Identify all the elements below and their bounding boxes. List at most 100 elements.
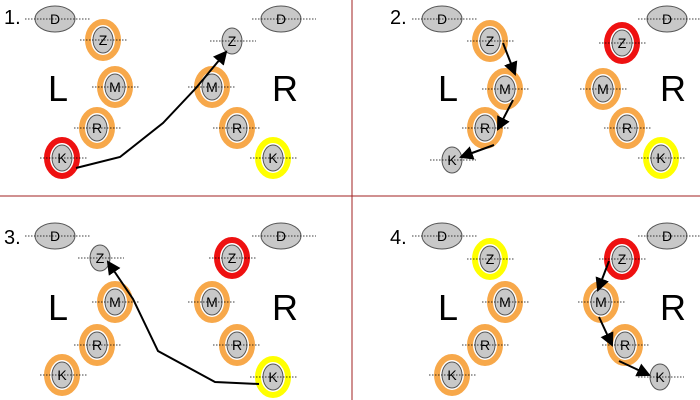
svg-text:Z: Z [618, 251, 627, 267]
node-k-right: K [250, 356, 298, 398]
svg-text:K: K [268, 369, 278, 385]
svg-text:D: D [50, 11, 60, 27]
node-d-right: D [638, 5, 700, 33]
node-r-left: R [462, 324, 510, 366]
side-label-right: R [660, 287, 686, 328]
node-k-right: K [638, 363, 684, 391]
node-d-right: D [252, 5, 316, 33]
svg-text:R: R [622, 120, 632, 136]
node-d-left: D [25, 5, 90, 33]
svg-text:M: M [499, 294, 511, 310]
svg-text:Z: Z [99, 32, 108, 48]
svg-text:K: K [57, 367, 67, 383]
move-arrow [106, 260, 260, 385]
svg-text:Z: Z [618, 35, 627, 51]
svg-text:Z: Z [228, 33, 237, 49]
node-m-left: M [92, 281, 140, 323]
panel-3: 3. L R D Z M R K [4, 222, 316, 398]
svg-text:M: M [109, 294, 121, 310]
node-m-right: M [580, 68, 628, 110]
svg-text:D: D [437, 228, 447, 244]
svg-text:D: D [276, 228, 286, 244]
node-k-right: K [250, 137, 298, 179]
svg-text:M: M [109, 79, 121, 95]
svg-text:D: D [437, 11, 447, 27]
svg-text:M: M [499, 81, 511, 97]
move-arrow-z-to-m [502, 42, 518, 76]
svg-text:Z: Z [96, 250, 105, 266]
svg-text:Z: Z [228, 250, 237, 266]
node-z-left: Z [467, 238, 515, 280]
svg-text:M: M [206, 79, 218, 95]
svg-text:K: K [268, 150, 278, 166]
svg-text:Z: Z [486, 251, 495, 267]
node-z-right: Z [599, 22, 647, 64]
side-label-right: R [272, 68, 298, 109]
node-k-right: K [638, 137, 686, 179]
node-r-left: R [462, 107, 510, 149]
node-d-left: D [412, 222, 478, 250]
move-arrow [75, 50, 228, 169]
svg-text:K: K [656, 150, 666, 166]
panel-number: 3. [4, 227, 21, 249]
move-arrow-r-to-k [459, 144, 495, 160]
node-m-right: M [578, 281, 626, 323]
move-arrow-r-to-k [618, 360, 651, 377]
svg-text:D: D [662, 11, 672, 27]
node-m-left: M [482, 68, 530, 110]
node-m-left: M [92, 66, 140, 108]
panel-4: 4. L R D Z M R K [390, 222, 700, 396]
svg-text:D: D [50, 228, 60, 244]
node-m-left: M [482, 281, 530, 323]
side-label-left: L [48, 287, 68, 328]
side-label-left: L [438, 68, 458, 109]
node-z-right: Z [210, 27, 256, 55]
node-d-left: D [25, 222, 90, 250]
node-d-right: D [638, 222, 700, 250]
svg-text:K: K [655, 369, 665, 385]
node-z-right: Z [209, 237, 257, 279]
svg-text:R: R [92, 120, 102, 136]
svg-text:R: R [92, 337, 102, 353]
panel-number: 1. [4, 7, 21, 29]
svg-text:R: R [232, 337, 242, 353]
panel-number: 2. [390, 7, 407, 29]
node-z-right: Z [599, 238, 647, 280]
svg-text:D: D [276, 11, 286, 27]
svg-text:R: R [620, 337, 630, 353]
node-k-left: K [40, 354, 88, 396]
svg-text:R: R [480, 337, 490, 353]
node-r-left: R [74, 324, 122, 366]
svg-text:R: R [480, 120, 490, 136]
svg-text:M: M [206, 294, 218, 310]
node-z-left: Z [80, 19, 128, 61]
svg-text:M: M [595, 294, 607, 310]
node-m-right: M [188, 66, 236, 108]
node-d-right: D [252, 222, 316, 250]
move-arrow-m-to-r [598, 316, 614, 347]
side-label-right: R [660, 68, 686, 109]
node-r-right: R [213, 107, 261, 149]
panel-number: 4. [390, 227, 407, 249]
node-z-left: Z [467, 20, 515, 62]
node-r-left: R [74, 107, 122, 149]
node-d-left: D [412, 5, 478, 33]
panel-2: 2. L R D Z M R K [390, 5, 700, 179]
panel-1: 1. L R D Z M R [4, 5, 316, 179]
node-r-right: R [213, 324, 261, 366]
node-r-right: R [602, 324, 650, 366]
node-r-right: R [604, 107, 652, 149]
svg-text:K: K [57, 150, 67, 166]
move-arrow-m-to-r [497, 99, 514, 131]
svg-text:K: K [447, 152, 457, 168]
svg-text:K: K [447, 367, 457, 383]
node-k-left: K [430, 146, 476, 174]
side-label-left: L [438, 287, 458, 328]
side-label-left: L [48, 68, 68, 109]
svg-text:R: R [232, 120, 242, 136]
svg-text:M: M [597, 81, 609, 97]
svg-text:Z: Z [486, 33, 495, 49]
node-m-right: M [188, 281, 236, 323]
node-k-left: K [40, 137, 88, 179]
